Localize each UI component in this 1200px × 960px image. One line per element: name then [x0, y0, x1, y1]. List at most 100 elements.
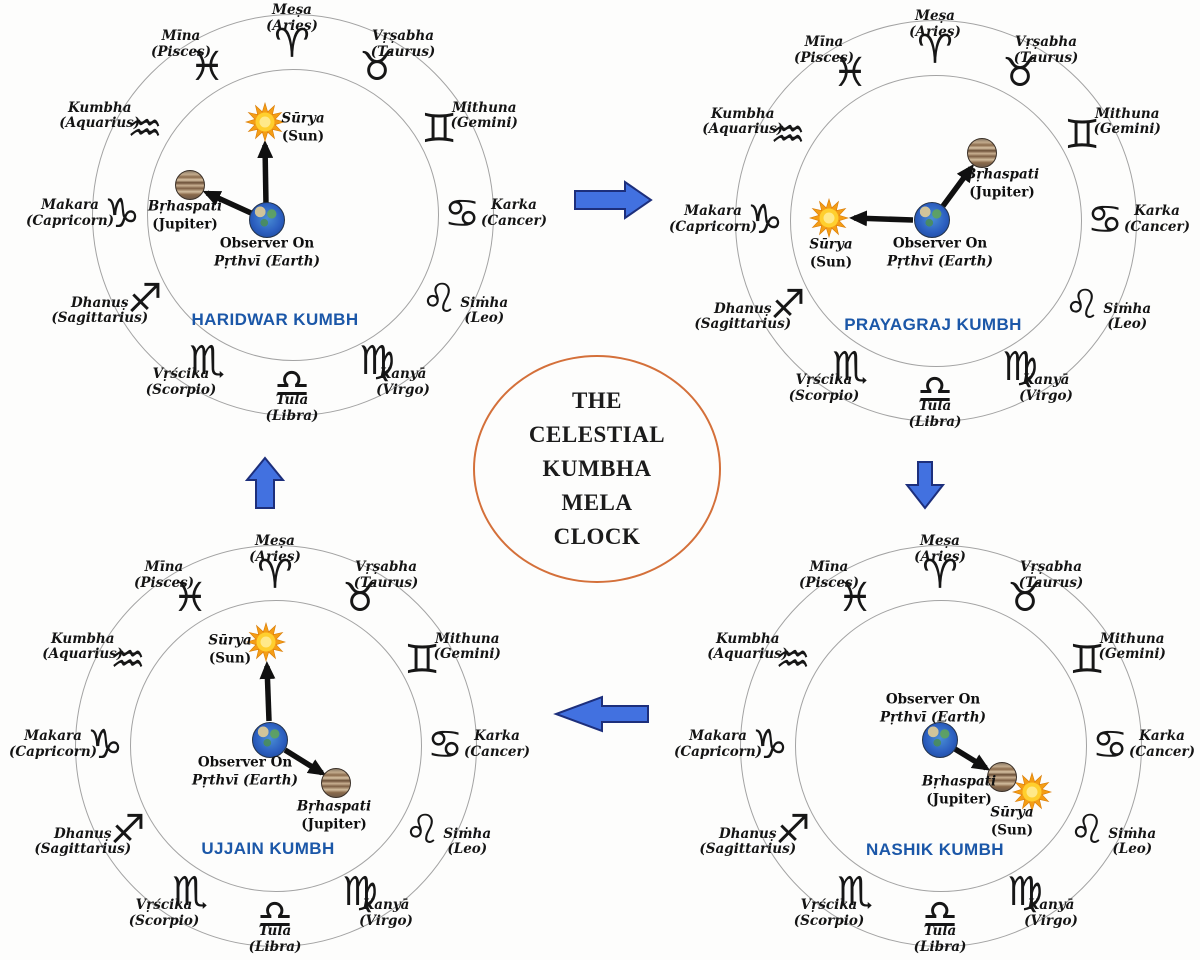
sign-english-name: (Sagittarius) — [694, 316, 792, 333]
sign-english-name: (Aquarius) — [42, 646, 124, 663]
sign-label-pisces: Mīna(Pisces) — [118, 28, 244, 61]
sign-english-name: (Virgo) — [1024, 912, 1078, 929]
sign-english-name: (Capricorn) — [25, 213, 115, 229]
sign-name: Dhanuṣ — [70, 294, 129, 311]
sign-label-aquarius: Kumbha(Aquarius) — [680, 105, 806, 139]
sign-name: Vṛṣabha — [1020, 559, 1082, 576]
jupiter-label: Bṛhaspati(Jupiter) — [297, 798, 371, 833]
pisces-icon: ♓ — [832, 49, 868, 96]
sagittarius-icon: ♐ — [774, 807, 811, 853]
aries-icon: ♈ — [257, 552, 293, 598]
sign-label-cancer: Karka(Cancer) — [1094, 203, 1200, 236]
sign-name: Mīna — [809, 559, 849, 576]
sign-english-name: (Aries) — [266, 18, 318, 34]
sign-english-name: (Sagittarius) — [34, 841, 132, 858]
sun-name: Sūrya — [990, 804, 1034, 821]
jupiter-english-name: (Jupiter) — [301, 816, 367, 832]
sign-label-sagittarius: Dhanuṣ(Sagittarius) — [685, 825, 811, 859]
sun-label: Sūrya(Sun) — [281, 110, 324, 145]
gemini-icon: ♊ — [1069, 637, 1106, 683]
sign-label-aries: Meṣa(Aries) — [872, 8, 998, 41]
cancer-icon: ♋ — [1092, 722, 1128, 768]
earth-icon — [914, 202, 950, 238]
sign-english-name: (Libra) — [913, 939, 967, 955]
sign-name: Makara — [684, 203, 742, 220]
sign-english-name: (Taurus) — [1013, 50, 1079, 67]
sign-label-aquarius: Kumbha(Aquarius) — [20, 631, 146, 664]
flow-arrow-left-icon — [553, 695, 649, 733]
earth-name: Pṛthvī (Earth) — [192, 772, 298, 788]
gemini-icon: ♊ — [1064, 112, 1101, 158]
observer-on-text: Observer On — [892, 235, 988, 252]
sign-label-gemini: Mithuna(Gemini) — [404, 630, 530, 664]
sign-name: Tulā — [918, 398, 952, 415]
taurus-icon: ♉ — [1002, 49, 1038, 96]
sign-english-name: (Taurus) — [370, 44, 436, 61]
sign-name: Siṁha — [1108, 825, 1157, 842]
sign-label-sagittarius: Dhanuṣ(Sagittarius) — [37, 294, 163, 328]
sign-label-pisces: Mīna(Pisces) — [766, 559, 892, 592]
sign-label-taurus: Vṛṣabha(Taurus) — [340, 28, 466, 61]
taurus-icon: ♉ — [1007, 574, 1043, 621]
sun-name: Sūrya — [208, 632, 252, 649]
sign-name: Vṛṣabha — [1015, 34, 1077, 51]
sign-label-leo: Siṁha(Leo) — [404, 826, 530, 859]
sign-label-pisces: Mīna(Pisces) — [101, 559, 227, 592]
sign-english-name: (Pisces) — [798, 575, 860, 592]
sign-english-name: (Sagittarius) — [699, 841, 797, 858]
sign-label-capricorn: Makara(Capricorn) — [655, 728, 781, 761]
sign-name: Vṛścika — [152, 365, 210, 382]
pisces-icon: ♓ — [172, 574, 208, 621]
jupiter-label: Bṛhaspati(Jupiter) — [965, 166, 1039, 201]
sign-label-capricorn: Makara(Capricorn) — [650, 203, 776, 236]
leo-icon: ♌ — [421, 276, 458, 322]
sign-english-name: (Gemini) — [433, 646, 501, 663]
sign-name: Kumbha — [710, 105, 775, 122]
sign-name: Kumbha — [715, 630, 780, 647]
sign-label-virgo: Kanyā(Virgo) — [988, 897, 1114, 930]
sign-english-name: (Virgo) — [376, 381, 430, 398]
sign-english-name: (Scorpio) — [145, 381, 217, 398]
wheel-title-haridwar: HARIDWAR KUMBH — [191, 310, 359, 329]
sign-name: Dhanuṣ — [53, 825, 112, 842]
sign-english-name: (Taurus) — [353, 575, 419, 592]
aries-icon: ♈ — [922, 552, 958, 598]
sign-label-scorpio: Vṛścika(Scorpio) — [766, 897, 892, 930]
kumbh-wheel-nashik: ♈Meṣa(Aries)♉Vṛṣabha(Taurus)♊Mithuna(Gem… — [674, 510, 1195, 960]
sign-name: Dhanuṣ — [718, 825, 777, 842]
sign-name: Kanyā — [1022, 371, 1070, 388]
sign-english-name: (Sagittarius) — [51, 310, 149, 327]
sign-name: Mīna — [161, 28, 201, 45]
sign-name: Mithuna — [434, 630, 500, 647]
sign-label-scorpio: Vṛścika(Scorpio) — [761, 372, 887, 405]
leo-icon: ♌ — [404, 807, 441, 853]
sign-label-scorpio: Vṛścika(Scorpio) — [101, 897, 227, 930]
sign-name: Vṛṣabha — [372, 28, 434, 45]
sign-name: Dhanuṣ — [713, 300, 772, 317]
outer-zodiac-circle — [740, 545, 1142, 947]
capricorn-icon: ♑ — [747, 197, 783, 243]
sign-name: Tulā — [275, 392, 309, 409]
earth-name: Pṛthvī (Earth) — [880, 709, 986, 725]
virgo-icon: ♍ — [1002, 344, 1038, 391]
sign-label-aquarius: Kumbha(Aquarius) — [685, 630, 811, 664]
center-title-line: THE — [571, 388, 623, 413]
inner-orbit-circle — [790, 75, 1082, 367]
outer-zodiac-circle — [75, 545, 477, 947]
sign-label-scorpio: Vṛścika(Scorpio) — [118, 365, 244, 399]
sign-english-name: (Capricorn) — [668, 219, 758, 235]
scorpio-icon: ♏ — [172, 869, 208, 916]
sign-label-cancer: Karka(Cancer) — [451, 197, 577, 230]
sign-english-name: (Taurus) — [1018, 575, 1084, 592]
jupiter-name: Bṛhaspati — [296, 798, 372, 815]
sun-label: Sūrya(Sun) — [990, 804, 1033, 839]
inner-orbit-circle — [147, 69, 439, 361]
sign-label-aquarius: Kumbha(Aquarius) — [37, 100, 163, 133]
sign-english-name: (Pisces) — [150, 44, 212, 61]
sign-label-cancer: Karka(Cancer) — [1099, 728, 1200, 761]
sign-name: Mithuna — [451, 99, 517, 116]
sign-english-name: (Aquarius) — [702, 121, 784, 138]
sagittarius-icon: ♐ — [109, 807, 146, 853]
jupiter-english-name: (Jupiter) — [969, 184, 1035, 200]
